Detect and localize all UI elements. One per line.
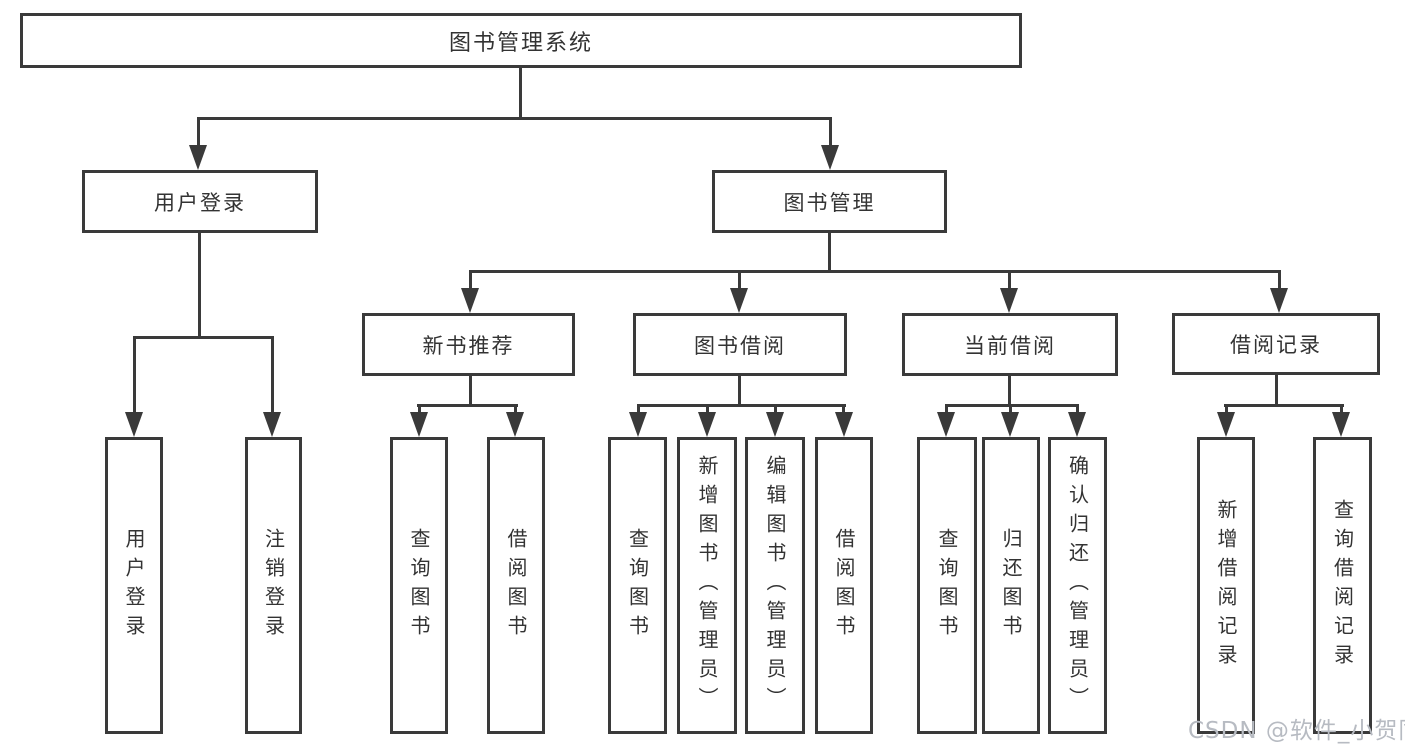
connector-user-login-stem (198, 233, 201, 338)
connector-level3-drop (738, 270, 741, 290)
arrow-down-icon (698, 412, 716, 437)
arrow-down-icon (189, 145, 207, 170)
arrow-down-icon (730, 288, 748, 313)
arrow-down-icon (1217, 412, 1235, 437)
leaf-confirm-return-admin-label: 确认归还（管理员） (1065, 455, 1090, 716)
connector-book-management-bar (469, 270, 1281, 273)
csdn-watermark: CSDN @软件_小贺同学 (1188, 718, 1405, 744)
connector-root-stem (519, 68, 522, 119)
node-new-book-recommendation: 新书推荐 (362, 313, 575, 376)
arrow-down-icon (461, 288, 479, 313)
leaf-logout-label: 注销登录 (261, 527, 286, 644)
arrow-down-icon (1332, 412, 1350, 437)
arrow-down-icon (937, 412, 955, 437)
leaf-return-books: 归还图书 (982, 437, 1040, 734)
connector-book-management-drop (829, 117, 832, 147)
arrow-down-icon (125, 412, 143, 437)
node-user-login-label: 用户登录 (154, 190, 246, 215)
leaf-recommend-query-books-label: 查询图书 (407, 527, 431, 644)
leaf-confirm-return-admin: 确认归还（管理员） (1048, 437, 1107, 734)
leaf-user-login-label: 用户登录 (122, 527, 146, 644)
connector-leaf-drop (1340, 404, 1343, 416)
node-borrowing-records: 借阅记录 (1172, 313, 1380, 375)
node-library-management-system-label: 图书管理系统 (448, 30, 593, 56)
leaf-user-login: 用户登录 (105, 437, 163, 734)
node-current-borrowing: 当前借阅 (902, 313, 1118, 376)
node-book-borrowing: 图书借阅 (633, 313, 847, 376)
leaf-return-books-label: 归还图书 (999, 527, 1023, 644)
arrow-down-icon (410, 412, 428, 437)
leaf-edit-books-admin: 编辑图书（管理员） (745, 437, 805, 734)
arrow-down-icon (506, 412, 524, 437)
connector-root-bar (197, 117, 831, 120)
connector-book-management-stem (828, 233, 831, 272)
connector-leaf-drop (1076, 404, 1079, 416)
node-new-book-recommendation-label: 新书推荐 (422, 333, 515, 358)
connector-current-borrowing-bar (945, 404, 1079, 407)
arrow-down-icon (1068, 412, 1086, 437)
connector-user-login-drop (197, 117, 200, 147)
connector-leaf-drop (133, 336, 136, 414)
node-book-management-label: 图书管理 (783, 190, 876, 215)
node-user-login: 用户登录 (82, 170, 318, 233)
connector-book-borrowing-stem (738, 376, 741, 406)
leaf-add-books-admin-label: 新增图书（管理员） (695, 455, 719, 716)
arrow-down-icon (821, 145, 839, 170)
leaf-logout: 注销登录 (245, 437, 302, 734)
connector-leaf-drop (945, 404, 948, 416)
arrow-down-icon (1000, 288, 1018, 313)
connector-leaf-drop (774, 404, 777, 416)
connector-level3-drop (469, 270, 472, 290)
connector-leaf-drop (637, 404, 640, 416)
leaf-recommend-borrow-books-label: 借阅图书 (504, 527, 528, 644)
leaf-add-borrow-record-label: 新增借阅记录 (1214, 498, 1238, 673)
connector-leaf-drop (842, 404, 845, 416)
connector-borrowing-records-stem (1275, 375, 1278, 406)
connector-leaf-drop (1225, 404, 1228, 416)
arrow-down-icon (629, 412, 647, 437)
node-book-borrowing-label: 图书借阅 (694, 333, 786, 358)
connector-leaf-drop (271, 336, 274, 414)
arrow-down-icon (835, 412, 853, 437)
arrow-down-icon (1001, 412, 1019, 437)
connector-leaf-drop (706, 404, 709, 416)
connector-user-login-bar (133, 336, 274, 339)
connector-level3-drop (1008, 270, 1011, 290)
connector-leaf-drop (1009, 404, 1012, 416)
leaf-current-query-books-label: 查询图书 (935, 527, 959, 644)
node-borrowing-records-label: 借阅记录 (1230, 333, 1322, 357)
leaf-borrowing-query-books-label: 查询图书 (625, 527, 650, 644)
connector-borrowing-records-bar (1224, 404, 1344, 407)
leaf-current-query-books: 查询图书 (917, 437, 977, 734)
leaf-borrowing-query-books: 查询图书 (608, 437, 667, 734)
node-library-management-system: 图书管理系统 (20, 13, 1022, 68)
leaf-borrowing-borrow-books-label: 借阅图书 (832, 527, 856, 644)
node-book-management: 图书管理 (712, 170, 947, 233)
connector-level3-drop (1278, 270, 1281, 290)
connector-current-borrowing-stem (1008, 376, 1011, 406)
arrow-down-icon (766, 412, 784, 437)
connector-leaf-drop (514, 404, 517, 416)
leaf-query-borrow-record-label: 查询借阅记录 (1330, 498, 1355, 673)
leaf-recommend-borrow-books: 借阅图书 (487, 437, 545, 734)
connector-new-book-stem (469, 376, 472, 406)
leaf-borrowing-borrow-books: 借阅图书 (815, 437, 873, 734)
leaf-add-books-admin: 新增图书（管理员） (677, 437, 737, 734)
connector-book-borrowing-bar (637, 404, 846, 407)
arrow-down-icon (1270, 288, 1288, 313)
leaf-query-borrow-record: 查询借阅记录 (1313, 437, 1372, 734)
node-current-borrowing-label: 当前借阅 (964, 333, 1056, 358)
connector-leaf-drop (418, 404, 421, 416)
leaf-edit-books-admin-label: 编辑图书（管理员） (763, 455, 787, 716)
arrow-down-icon (263, 412, 281, 437)
leaf-recommend-query-books: 查询图书 (390, 437, 448, 734)
connector-new-book-bar (417, 404, 518, 407)
leaf-add-borrow-record: 新增借阅记录 (1197, 437, 1255, 734)
